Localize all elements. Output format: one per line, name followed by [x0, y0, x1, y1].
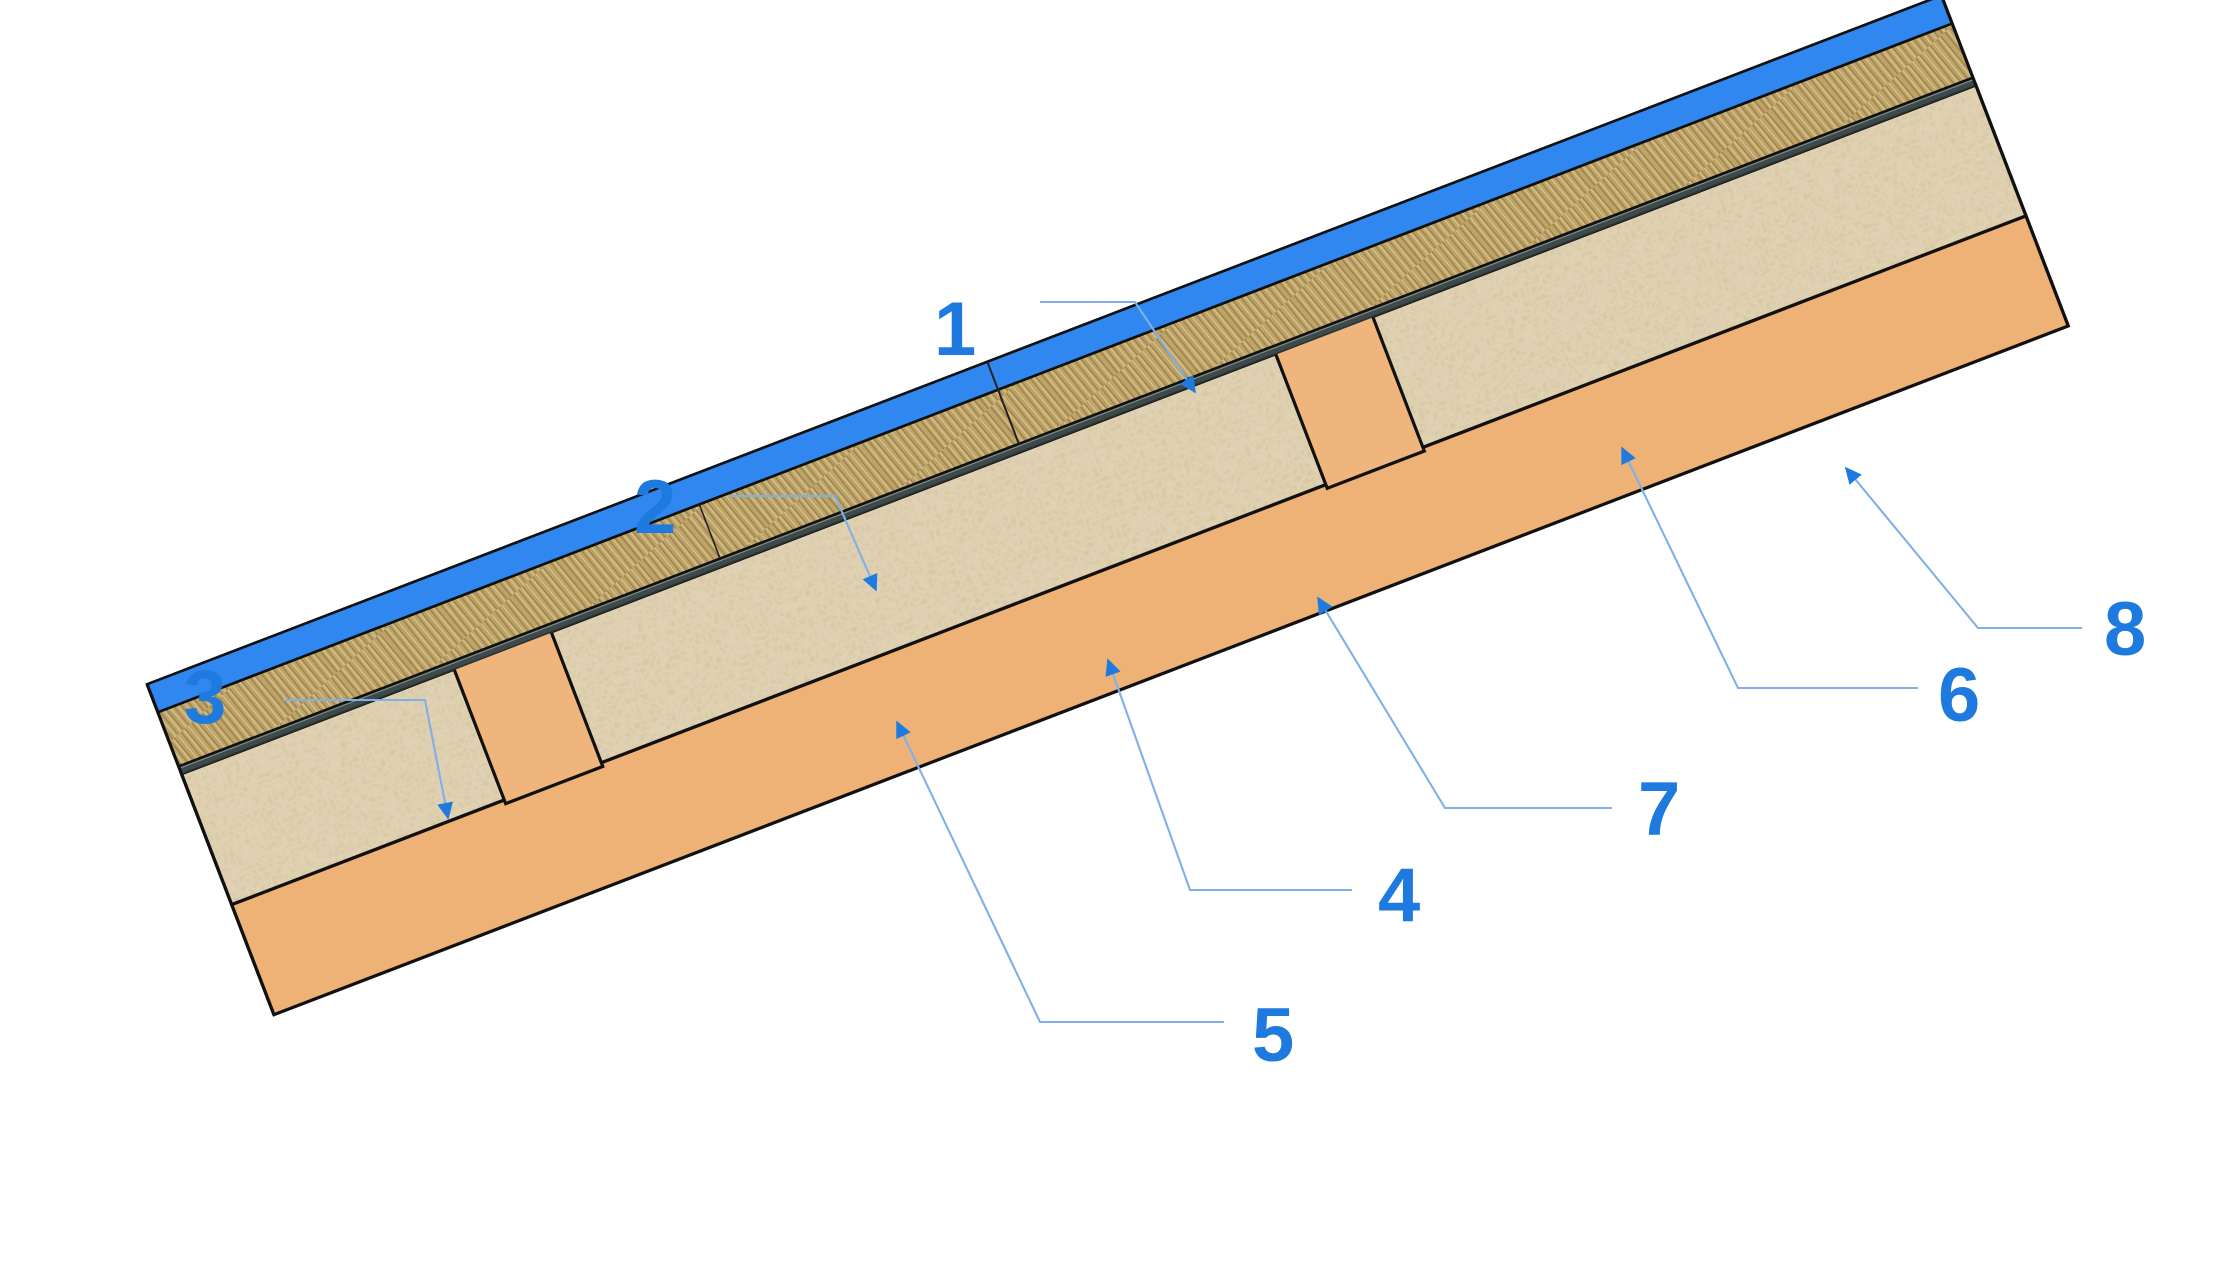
callout-leaders: [283, 300, 2082, 1024]
callout-leader-6: [1621, 446, 1918, 690]
callout-number-5[interactable]: 5: [1252, 993, 1295, 1078]
callout-leader-3: [283, 698, 453, 820]
callout-number-8[interactable]: 8: [2104, 587, 2147, 672]
callout-leader-8: [1844, 466, 2082, 630]
callout-number-7[interactable]: 7: [1638, 767, 1681, 852]
callout-leader-7: [1317, 596, 1612, 810]
callout-number-3[interactable]: 3: [184, 655, 227, 740]
callout-number-4[interactable]: 4: [1378, 853, 1421, 938]
callout-number-2[interactable]: 2: [634, 465, 677, 550]
callout-number-6[interactable]: 6: [1938, 653, 1981, 738]
layer-granular: [179, 83, 2029, 907]
callout-leader-4: [1105, 658, 1352, 892]
callout-leader-2: [730, 494, 878, 592]
callout-leader-1: [1040, 300, 1196, 394]
callout-leader-5: [896, 720, 1224, 1024]
assembly-stack: [145, 0, 2071, 1017]
callout-number-1[interactable]: 1: [934, 287, 977, 372]
